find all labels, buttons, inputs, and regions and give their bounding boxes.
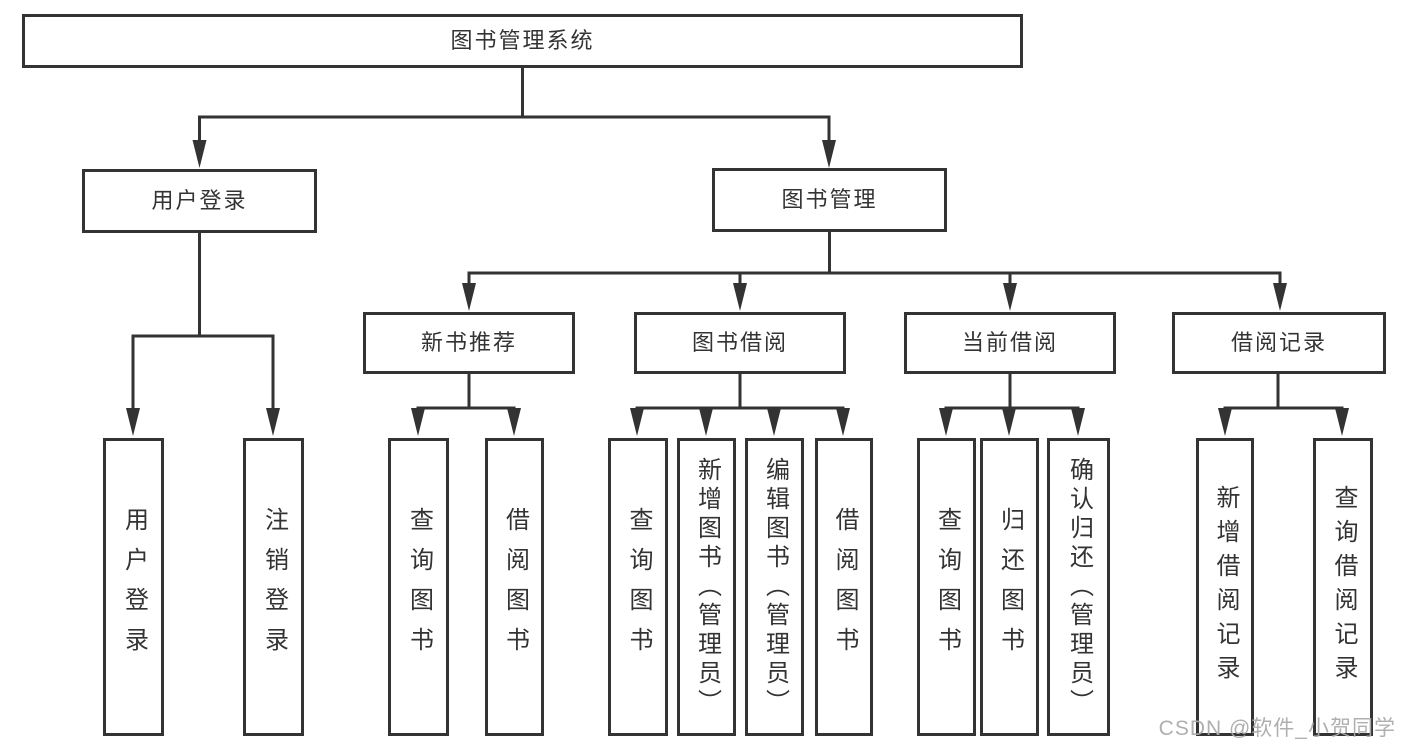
node-user-login: 用户登录 xyxy=(82,169,317,233)
arrow-down-icons xyxy=(126,140,1349,436)
leaf-edit-book-admin: 编辑图书（管理员） xyxy=(745,438,804,736)
leaf-user-login: 用户登录 xyxy=(103,438,164,736)
csdn-watermark: CSDN @软件_小贺同学 xyxy=(1158,717,1396,740)
node-library-management-system: 图书管理系统 xyxy=(22,14,1023,68)
leaf-borrow-books-recommend: 借阅图书 xyxy=(485,438,544,736)
leaf-add-book-admin: 新增图书（管理员） xyxy=(677,438,736,736)
leaf-query-books-recommend: 查询图书 xyxy=(388,438,449,736)
leaf-query-borrow-record: 查询借阅记录 xyxy=(1313,438,1373,736)
leaf-add-borrow-record: 新增借阅记录 xyxy=(1196,438,1254,736)
leaf-borrow-books-borrow: 借阅图书 xyxy=(815,438,873,736)
leaf-confirm-return-admin: 确认归还（管理员） xyxy=(1047,438,1110,736)
leaf-query-books-borrow: 查询图书 xyxy=(608,438,668,736)
leaf-return-book: 归还图书 xyxy=(980,438,1039,736)
node-current-borrowing: 当前借阅 xyxy=(904,312,1116,374)
node-borrowing-records: 借阅记录 xyxy=(1172,312,1386,374)
node-book-management: 图书管理 xyxy=(712,168,947,232)
node-new-book-recommend: 新书推荐 xyxy=(363,312,575,374)
node-book-borrowing: 图书借阅 xyxy=(634,312,846,374)
leaf-query-books-current: 查询图书 xyxy=(917,438,976,736)
leaf-logout: 注销登录 xyxy=(243,438,304,736)
